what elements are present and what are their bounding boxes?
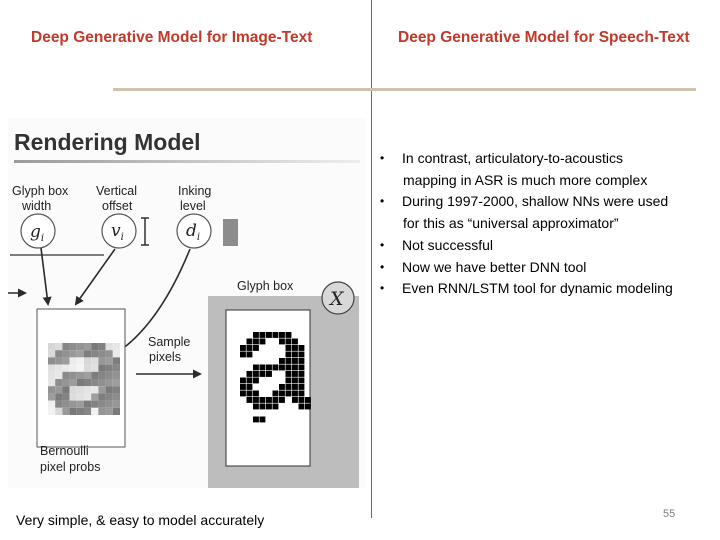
node-v [101, 213, 137, 249]
figure-caption: Very simple, & easy to model accurately [16, 512, 265, 528]
binary-glyph-image [240, 332, 311, 423]
node-x-label: X [328, 288, 345, 310]
svg-text:vi: vi [111, 221, 124, 243]
svg-text:gi: gi [30, 222, 44, 244]
bullet-item: • In contrast, articulatory-to-acoustics m… [380, 148, 720, 191]
label-glyph-box-width-2: width [21, 199, 51, 213]
horizontal-rule [113, 88, 696, 91]
bullet-text: Not successful [402, 236, 494, 253]
label-vertical-offset-2: offset [102, 199, 133, 213]
page-number: 55 [663, 508, 676, 520]
node-v-subscript: i [121, 232, 124, 243]
node-g-label: g [30, 222, 41, 242]
blurry-glyph-image [48, 343, 120, 415]
label-vertical-offset-1: Vertical [96, 184, 137, 198]
label-inking-level-2: level [180, 199, 206, 213]
node-d [176, 213, 212, 249]
bullet-text: Now we have better DNN tool [402, 258, 587, 275]
vertical-divider [371, 0, 372, 518]
figure-heading-underline [14, 160, 360, 163]
node-d-label: d [186, 221, 197, 241]
bullet-dot-icon: • [380, 151, 385, 165]
arrow-v-to-probs [74, 248, 116, 306]
bullet-dot-icon: • [380, 281, 385, 296]
bullet-item: • During 1997-2000, shallow NNs were used… [380, 191, 720, 234]
offset-bracket-icon [141, 217, 149, 246]
bullet-item: • Even RNN/LSTM tool for dynamic modeling [380, 278, 720, 300]
label-sample-pixels-1: Sample [148, 335, 190, 349]
label-glyph-box: Glyph box [237, 279, 294, 293]
bullet-list: • In contrast, articulatory-to-acoustics m… [380, 148, 720, 300]
label-glyph-box-width-1: Glyph box [12, 184, 69, 198]
node-v-label: v [111, 221, 121, 241]
bullet-text: During 1997-2000, shallow NNs were used [402, 193, 669, 210]
rendering-model-figure: Rendering Model Glyph box width Vertical… [8, 118, 366, 488]
bullet-dot-icon: • [380, 237, 385, 252]
bullet-dot-icon: • [380, 259, 385, 274]
bullet-text: for this as “universal approximator” [403, 215, 619, 232]
bullet-text: mapping in ASR is much more complex [403, 171, 648, 188]
node-g [20, 213, 56, 249]
bullet-text: In contrast, articulatory-to-acoustics [402, 150, 623, 166]
ink-level-swatch [223, 219, 238, 246]
svg-text:di: di [186, 221, 200, 243]
bullet-text: Even RNN/LSTM tool for dynamic modeling [402, 280, 673, 297]
node-g-subscript: i [41, 233, 44, 244]
arrow-g-to-probs [40, 247, 52, 306]
slide-title-left: Deep Generative Model for Image-Text [31, 29, 313, 46]
label-bernoulli-1: Bernoulli [40, 444, 89, 458]
figure-heading: Rendering Model [14, 129, 201, 155]
node-d-subscript: i [197, 232, 200, 243]
slide-title-right: Deep Generative Model for Speech-Text [398, 29, 690, 46]
bullet-item: • Now we have better DNN tool [380, 257, 720, 279]
label-sample-pixels-2: pixels [149, 350, 181, 364]
node-x [321, 281, 355, 315]
label-inking-level-1: Inking [178, 184, 211, 198]
bullet-item: • Not successful [380, 235, 720, 257]
label-bernoulli-2: pixel probs [40, 460, 100, 474]
bullet-dot-icon: • [380, 194, 385, 209]
